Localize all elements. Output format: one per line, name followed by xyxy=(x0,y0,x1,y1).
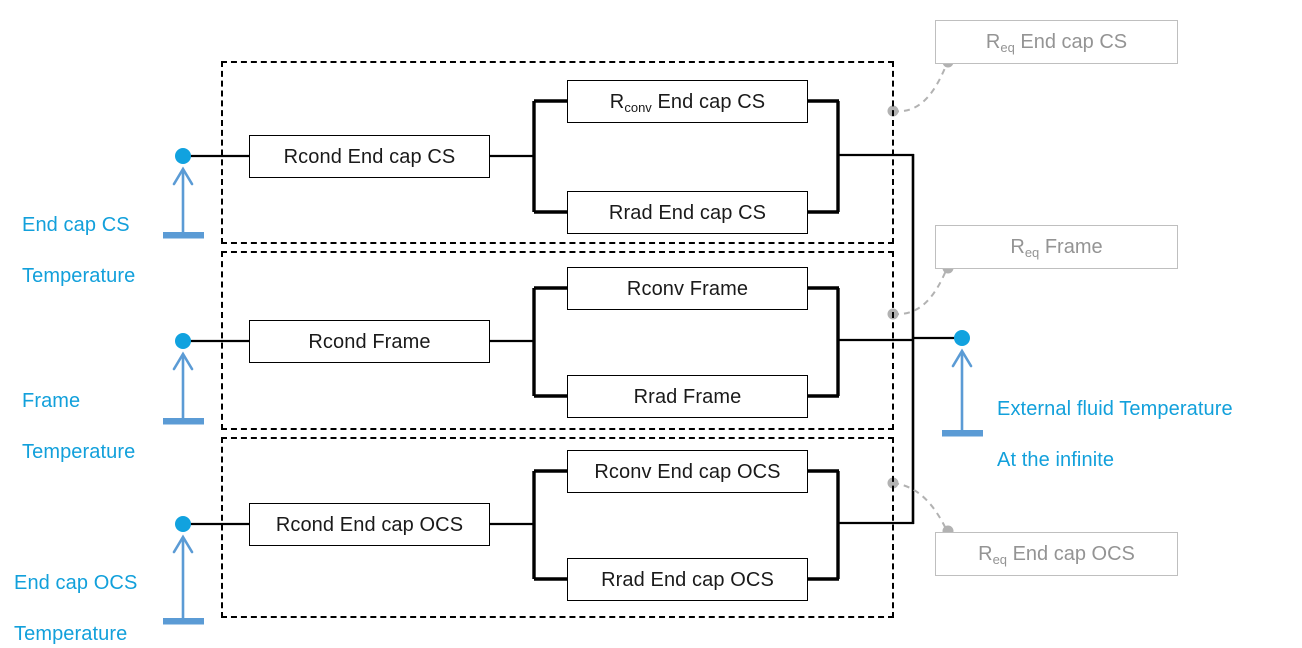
label-line-1: Frame xyxy=(22,389,81,412)
label-line-1: End cap CS xyxy=(22,213,130,236)
box-label: Rconv End cap CS xyxy=(609,90,766,115)
callout-leader-end-cap-ocs xyxy=(887,477,954,537)
callout-leader-frame xyxy=(887,262,954,320)
temperature-source-end-cap-ocs xyxy=(163,516,204,625)
label-end-cap-cs-temperature: End cap CS Temperature xyxy=(22,187,172,315)
label-end-cap-ocs-temperature: End cap OCS Temperature xyxy=(14,545,174,648)
dashed-group-end-cap-ocs xyxy=(221,437,894,618)
box-req-end-cap-cs[interactable]: Req End cap CS xyxy=(935,20,1178,64)
box-label: Req End cap OCS xyxy=(978,543,1135,568)
box-label: Rrad Frame xyxy=(633,385,742,408)
box-rrad-end-cap-cs[interactable]: Rrad End cap CS xyxy=(567,191,808,234)
box-rconv-end-cap-ocs[interactable]: Rconv End cap OCS xyxy=(567,450,808,493)
box-rconv-end-cap-cs[interactable]: Rconv End cap CS xyxy=(567,80,808,123)
label-line-2: At the infinite xyxy=(997,448,1115,471)
box-label: Rcond End cap CS xyxy=(283,145,456,168)
box-req-end-cap-ocs[interactable]: Req End cap OCS xyxy=(935,532,1178,576)
box-req-frame[interactable]: Req Frame xyxy=(935,225,1178,269)
box-label: Rconv Frame xyxy=(626,277,749,300)
temperature-source-end-cap-cs xyxy=(163,148,204,239)
label-line-1: External fluid Temperature xyxy=(997,397,1233,420)
box-rconv-frame[interactable]: Rconv Frame xyxy=(567,267,808,310)
dashed-group-end-cap-cs xyxy=(221,61,894,244)
box-label: Req End cap CS xyxy=(985,31,1128,56)
box-label: Rcond Frame xyxy=(308,330,431,353)
label-frame-temperature: Frame Temperature xyxy=(22,363,172,491)
label-line-2: Temperature xyxy=(14,622,128,645)
label-line-1: End cap OCS xyxy=(14,571,138,594)
label-line-2: Temperature xyxy=(22,440,136,463)
box-label: Rrad End cap CS xyxy=(608,201,767,224)
callout-leader-end-cap-cs xyxy=(887,56,954,117)
temperature-source-frame xyxy=(163,333,204,425)
box-rcond-end-cap-cs[interactable]: Rcond End cap CS xyxy=(249,135,490,178)
box-label: Rconv End cap OCS xyxy=(594,460,781,483)
label-line-2: Temperature xyxy=(22,264,136,287)
dashed-group-frame xyxy=(221,251,894,430)
box-label: Rrad End cap OCS xyxy=(601,568,774,591)
box-rrad-frame[interactable]: Rrad Frame xyxy=(567,375,808,418)
box-label: Req Frame xyxy=(1010,236,1103,261)
box-rcond-end-cap-ocs[interactable]: Rcond End cap OCS xyxy=(249,503,490,546)
label-external-fluid-temperature: External fluid Temperature At the infini… xyxy=(997,371,1297,499)
box-rcond-frame[interactable]: Rcond Frame xyxy=(249,320,490,363)
box-rrad-end-cap-ocs[interactable]: Rrad End cap OCS xyxy=(567,558,808,601)
temperature-source-external-fluid xyxy=(942,330,983,437)
box-label: Rcond End cap OCS xyxy=(275,513,464,536)
